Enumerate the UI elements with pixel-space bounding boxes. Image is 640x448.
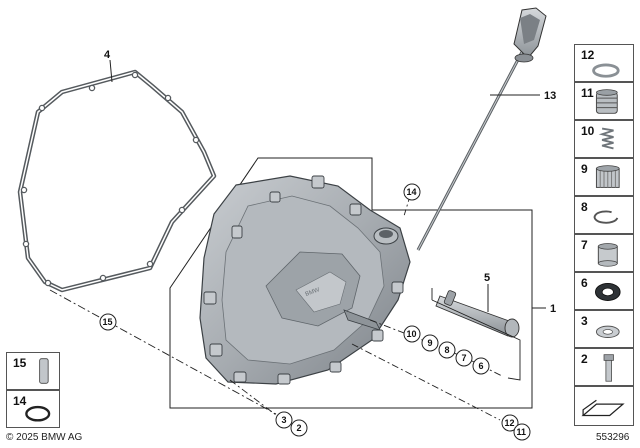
circled-14-top: 14 (403, 183, 421, 201)
legend-item-2[interactable]: 2 (574, 348, 634, 386)
callout-4-label: 4 (104, 49, 111, 61)
gasket[interactable] (17, 69, 217, 293)
svg-text:9: 9 (428, 338, 433, 348)
svg-text:7: 7 (462, 353, 467, 363)
circled-11: 11 (513, 423, 531, 441)
washer-ring-icon (592, 63, 620, 78)
legend-num: 12 (581, 48, 595, 62)
legend-num: 14 (13, 394, 27, 408)
circled-7: 7 (455, 349, 473, 367)
svg-text:8: 8 (445, 345, 450, 355)
circlip-icon (593, 210, 619, 224)
arrow-box-icon (581, 399, 625, 417)
circled-15: 15 (99, 313, 117, 331)
legend-item-10[interactable]: 10 (574, 120, 634, 158)
svg-text:BMW: BMW (305, 287, 321, 298)
shift-shaft[interactable] (435, 290, 520, 338)
legend-item-12[interactable]: 12 (574, 44, 634, 82)
threaded-plug-icon (595, 89, 618, 114)
circled-10: 10 (403, 325, 421, 343)
svg-text:11: 11 (517, 427, 527, 437)
legend-num: 15 (13, 356, 27, 370)
svg-text:3: 3 (282, 415, 287, 425)
legend-item-14[interactable]: 14 (6, 390, 60, 428)
legend-footer-box (574, 386, 634, 426)
copyright-text: © 2025 BMW AG (6, 432, 83, 443)
circled-9: 9 (421, 334, 439, 352)
legend-item-9[interactable]: 9 (574, 158, 634, 196)
circled-3: 3 (275, 411, 293, 429)
legend-item-6[interactable]: 6 (574, 272, 634, 310)
callout-5-label: 5 (484, 272, 490, 284)
svg-text:14: 14 (407, 187, 417, 197)
legend-num: 3 (581, 314, 588, 328)
callout-1-label: 1 (550, 303, 556, 315)
legend-item-3[interactable]: 3 (574, 310, 634, 348)
legend-item-7[interactable]: 7 (574, 234, 634, 272)
legend-num: 8 (581, 200, 588, 214)
legend-item-15[interactable]: 15 (6, 352, 60, 390)
legend-item-11[interactable]: 11 (574, 82, 634, 120)
legend-num: 9 (581, 162, 588, 176)
circled-6: 6 (472, 357, 490, 375)
callout-13-label: 13 (544, 90, 556, 102)
svg-text:10: 10 (407, 329, 417, 339)
flat-washer-icon (595, 325, 620, 338)
o-ring-icon (25, 405, 51, 422)
needle-bearing-icon (595, 165, 620, 188)
dowel-pin-icon (39, 358, 49, 384)
hex-bolt-icon (603, 354, 614, 382)
legend-num: 11 (581, 86, 594, 100)
legend-num: 10 (581, 124, 595, 138)
engine-cover[interactable]: BMW (199, 175, 411, 385)
svg-text:2: 2 (297, 423, 302, 433)
legend-num: 2 (581, 352, 588, 366)
circled-2: 2 (290, 419, 308, 437)
svg-text:6: 6 (479, 361, 484, 371)
legend-item-8[interactable]: 8 (574, 196, 634, 234)
svg-text:12: 12 (505, 418, 515, 428)
shaft-seal-icon (595, 282, 621, 301)
circled-8: 8 (438, 341, 456, 359)
diagram-id: 553296 (596, 432, 630, 443)
svg-text:15: 15 (103, 317, 113, 327)
legend-num: 6 (581, 276, 588, 290)
circled-12: 12 (501, 414, 519, 432)
bushing-icon (597, 243, 618, 267)
coil-spring-icon (598, 127, 614, 150)
oil-dipstick[interactable] (416, 7, 547, 251)
legend-num: 7 (581, 238, 588, 252)
